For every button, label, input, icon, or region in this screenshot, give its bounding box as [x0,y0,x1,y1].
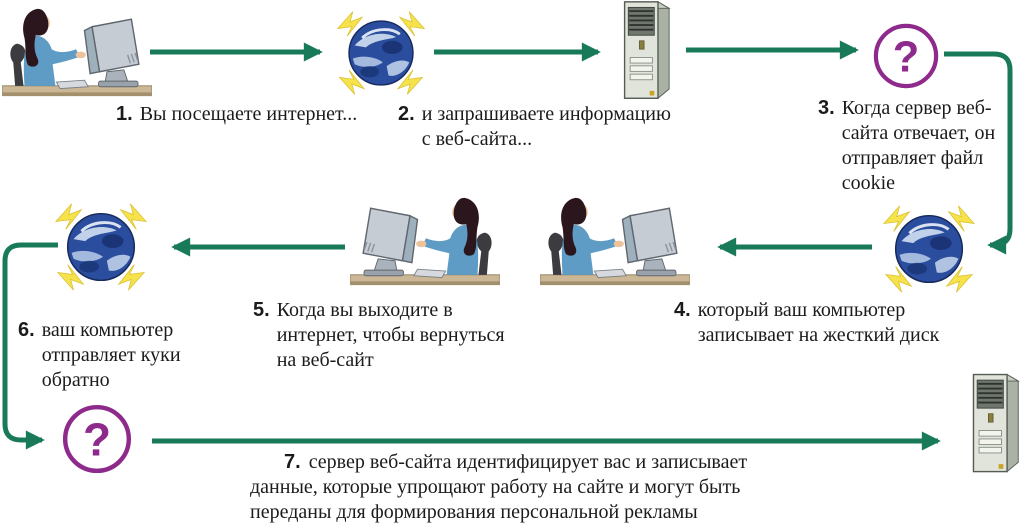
step-6-caption: 6. ваш компьютер отправляет куки обратно [18,318,228,393]
server-tower-icon [966,368,1022,480]
step-2-caption: 2. и запрашиваете информацию с веб-сайта… [398,102,698,152]
step-text: сервер веб-сайта идентифицирует вас и за… [250,451,748,523]
globe-with-lightning-icon [334,6,428,100]
question-mark-circle-icon [60,402,134,476]
step-text: Когда вы выходите в интернет, чтобы верн… [276,299,505,371]
step-number: 4. [674,299,691,321]
step-text: Когда сервер веб- сайта отвечает, он отп… [841,97,996,194]
step-number: 3. [818,97,835,119]
server-tower-icon [616,0,674,102]
step-number: 2. [398,103,415,125]
step-text: Вы посещаете интернет... [139,103,358,125]
step-3-caption: 3. Когда сервер веб- сайта отвечает, он … [818,96,1024,196]
step-number: 1. [116,103,133,125]
globe-with-lightning-icon [880,200,978,298]
step-1-caption: 1. Вы посещаете интернет... [116,102,406,127]
step-text: ваш компьютер отправляет куки обратно [41,319,181,391]
step-4-caption: 4. который ваш компьютер записывает на ж… [674,298,964,348]
woman-at-computer-icon [540,192,690,292]
globe-with-lightning-icon [52,198,150,296]
step-text: который ваш компьютер записывает на жест… [697,299,940,346]
step-7-caption: 7.сервер веб-сайта идентифицирует вас и … [250,450,830,525]
step-number: 6. [18,319,35,341]
step-number: 5. [253,299,270,321]
step-number: 7. [284,451,301,473]
question-mark-circle-icon [871,21,941,91]
woman-at-computer-icon-mirrored [350,192,500,292]
step-text: и запрашиваете информацию с веб-сайта... [421,103,671,150]
woman-at-computer-icon [2,6,152,100]
step-5-caption: 5. Когда вы выходите в интернет, чтобы в… [253,298,553,373]
